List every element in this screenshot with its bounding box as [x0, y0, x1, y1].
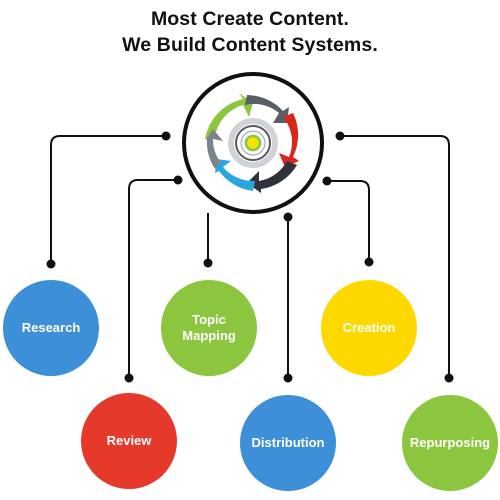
connector-dot [173, 175, 183, 185]
cycle-segment-steel [205, 129, 223, 169]
headline-line-2: We Build Content Systems. [122, 34, 378, 56]
node-research: Research [3, 280, 99, 376]
connector-repurposing [340, 135, 450, 378]
hub [182, 72, 324, 214]
cycle-logo-icon [205, 93, 299, 193]
cycle-core-dot [244, 134, 262, 152]
node-repurposing: Repurposing [402, 395, 498, 491]
cycle-inner-ring [228, 118, 278, 168]
node-distribution: Distribution [240, 395, 336, 491]
node-topic-mapping-label-line-2: Mapping [182, 328, 236, 343]
connector-dot [444, 373, 454, 383]
connector-creation [327, 180, 370, 262]
node-topic-mapping-label: Topic Mapping [182, 312, 235, 344]
node-topic-mapping-label-line-1: Topic [192, 312, 226, 327]
connectors [50, 135, 450, 378]
connector-dot [335, 131, 345, 141]
connector-dot [203, 258, 213, 268]
cycle-segment-red [279, 113, 299, 167]
node-review-label: Review [106, 433, 152, 448]
cycle-inner-ring-dark [235, 125, 271, 161]
node-review: Review [81, 393, 177, 489]
node-distribution-label: Distribution [251, 435, 325, 450]
cycle-segment-gray [245, 95, 289, 123]
connector-dots [46, 131, 454, 383]
headline-line-1: Most Create Content. [150, 8, 350, 30]
connector-review [128, 179, 178, 378]
connector-dot [161, 131, 171, 141]
node-research-label: Research [21, 320, 81, 335]
connector-dot [124, 373, 134, 383]
cycle-segment-dark [247, 161, 297, 193]
node-repurposing-label: Repurposing [409, 435, 491, 450]
node-topic-mapping: Topic Mapping [161, 280, 257, 376]
cycle-segment-blue [215, 159, 255, 191]
connector-dot [364, 257, 374, 267]
connector-research [50, 135, 166, 264]
cycle-segment-green [205, 93, 253, 139]
connector-dot [283, 212, 293, 222]
node-creation-label: Creation [342, 320, 396, 335]
headline: Most Create Content. We Build Content Sy… [0, 6, 500, 58]
node-creation: Creation [321, 280, 417, 376]
connector-dot [283, 373, 293, 383]
connector-dot [46, 259, 56, 269]
connector-dot [322, 176, 332, 186]
